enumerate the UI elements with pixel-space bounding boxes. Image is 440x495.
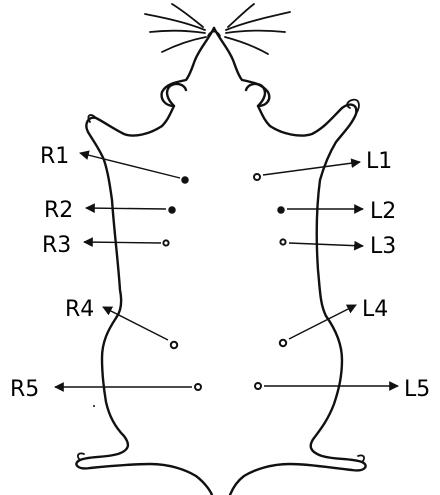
- label-l2: L2: [370, 199, 396, 224]
- injection-points: [163, 174, 286, 390]
- whiskers: [145, 4, 290, 54]
- arrow-l1: [263, 162, 360, 175]
- label-r5: R5: [10, 377, 39, 402]
- label-l4: L4: [362, 297, 388, 322]
- label-l3: L3: [370, 234, 396, 259]
- arrow-r2: [86, 208, 166, 209]
- point-l3: [280, 239, 285, 244]
- point-r3: [163, 240, 168, 245]
- label-l5: L5: [404, 377, 430, 402]
- point-l5: [255, 383, 261, 389]
- arrow-l3: [289, 243, 363, 246]
- site-labels: R1 L1 R2 L2 R3 L3 R4 L4 R5 L5: [10, 144, 430, 402]
- speck: [93, 405, 95, 407]
- point-l1: [254, 174, 260, 180]
- arrow-r3: [84, 242, 161, 243]
- mouse-outline: [76, 28, 365, 495]
- point-r2: [169, 207, 175, 213]
- label-r1: R1: [40, 144, 69, 169]
- point-l4: [280, 340, 286, 346]
- label-l1: L1: [366, 149, 392, 174]
- point-l2: [278, 207, 284, 213]
- point-r5: [195, 384, 201, 390]
- pointer-arrows: [55, 153, 398, 387]
- arrow-r1: [80, 153, 180, 178]
- label-r3: R3: [42, 233, 71, 258]
- label-r2: R2: [44, 198, 73, 223]
- point-r1: [182, 177, 188, 183]
- point-r4: [171, 342, 177, 348]
- label-r4: R4: [65, 297, 94, 322]
